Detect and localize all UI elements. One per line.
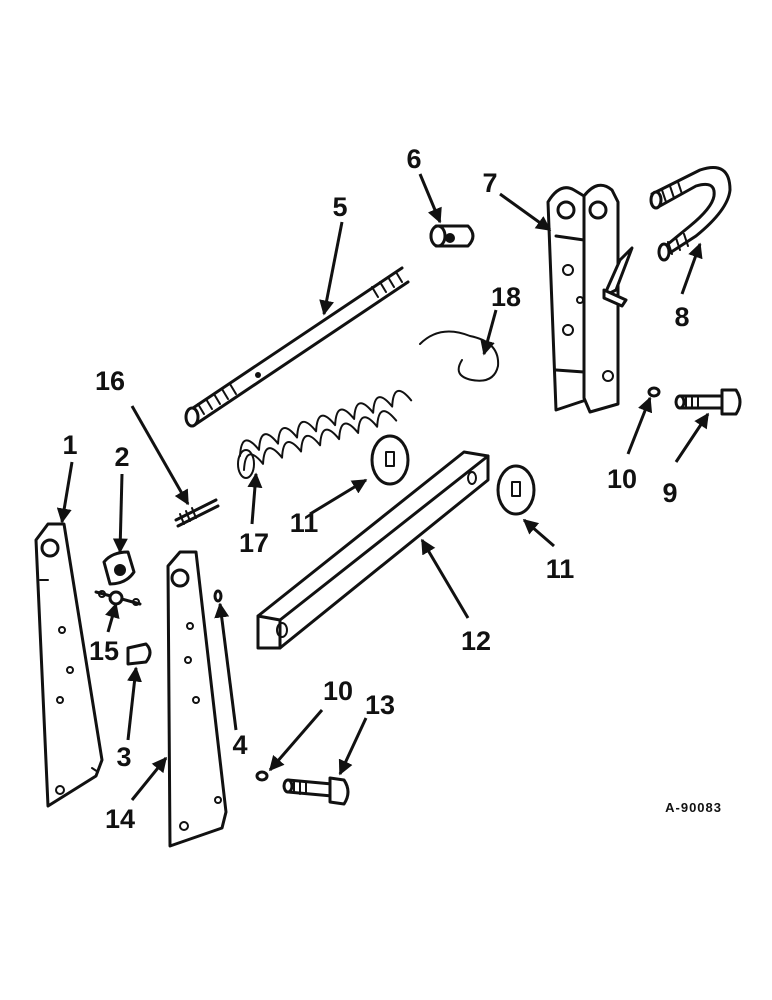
part-bracket [546,183,634,414]
callout-5: 5 [332,192,347,222]
leader-14 [130,756,168,801]
part-pin-assembly [94,590,142,606]
reference-code: A-90083 [665,800,722,815]
callout-13: 13 [365,690,395,720]
callout-16: 16 [95,366,125,396]
part-plate-left [34,522,104,808]
leader-11-lower [522,518,555,548]
part-threaded-rod [184,266,410,428]
callout-11-upper: 11 [290,508,319,538]
callout-14: 14 [105,804,135,834]
part-roller [102,550,136,586]
part-pin [213,589,223,603]
callout-10-lower: 10 [323,676,353,706]
leader-15 [105,602,120,633]
part-sleeve [429,224,475,248]
callout-10-upper: 10 [607,464,637,494]
callout-2: 2 [114,442,129,472]
callout-18: 18 [491,282,521,312]
callout-4: 4 [232,730,247,760]
callout-11-lower: 11 [546,554,575,584]
callout-6: 6 [406,144,421,174]
part-coil-spring [237,330,500,479]
leader-5 [319,221,344,316]
callout-1: 1 [62,430,77,460]
leader-3 [126,666,142,741]
callout-15: 15 [89,636,119,666]
callout-9: 9 [662,478,677,508]
leader-10-lower [268,709,324,772]
leader-lines [56,173,710,801]
callout-7: 7 [482,168,497,198]
part-washer-upper [370,434,410,486]
part-u-bolt [649,166,732,262]
leader-16 [130,405,190,506]
part-ring-lower [255,770,269,782]
part-bolt-lower [282,776,350,806]
leader-2 [112,473,128,554]
leader-10-upper [626,396,653,455]
leader-17 [247,472,263,525]
part-plate-right [166,550,228,848]
leader-6 [418,173,442,224]
leader-4 [214,602,238,731]
leader-9 [674,412,710,463]
callout-8: 8 [674,302,689,332]
callout-3: 3 [116,742,131,772]
part-bar [256,450,490,650]
leader-13 [338,717,368,776]
part-spacer [126,642,152,666]
leader-18 [480,309,498,356]
part-bolt-upper [674,388,742,416]
part-ring-upper [647,386,661,398]
part-stud [174,498,220,528]
callout-17: 17 [239,528,269,558]
leader-12 [420,538,470,619]
part-washer-lower [496,464,536,516]
leader-7 [499,192,552,232]
callout-12: 12 [461,626,491,656]
leader-8 [680,242,703,295]
callout-labels: 1 2 3 4 5 6 7 8 9 10 10 11 11 12 13 14 1… [62,144,689,834]
leader-11-upper [309,478,368,516]
leader-1 [56,461,74,524]
